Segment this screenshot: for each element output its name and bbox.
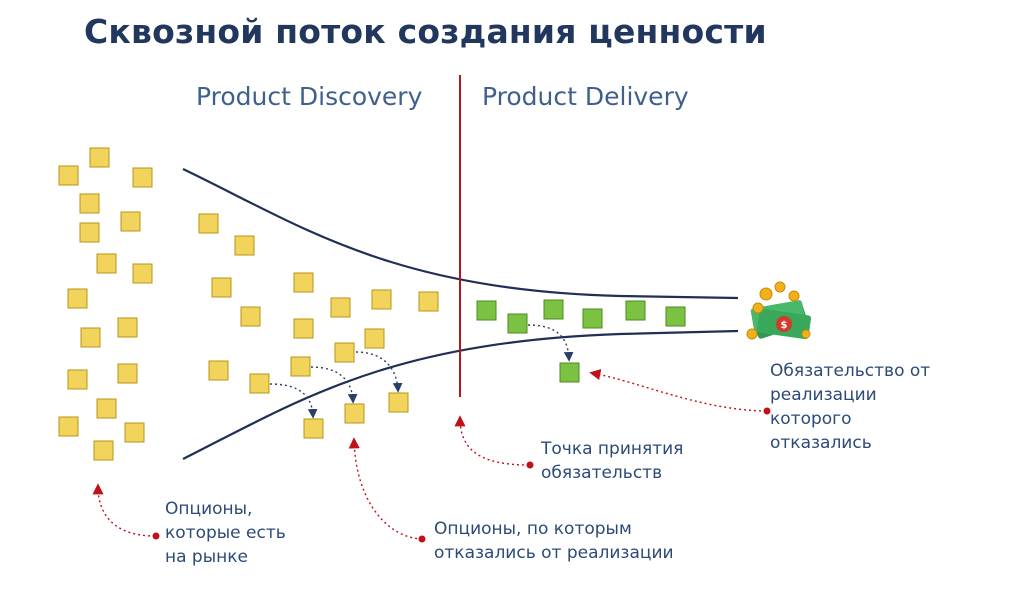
option-sticky (79, 222, 100, 243)
money-stack-icon: $ (746, 281, 812, 340)
option-sticky (93, 440, 114, 461)
callout-cancelled-dot (763, 407, 771, 415)
callout-rejected (348, 437, 423, 540)
committed-sticky (582, 308, 603, 329)
committed-sticky (543, 299, 564, 320)
option-sticky (96, 398, 117, 419)
callout-cancelled (589, 369, 767, 412)
label-line: Опционы, (165, 499, 253, 519)
label-line: на рынке (165, 547, 248, 567)
option-sticky (208, 360, 229, 381)
cancelled-commitment-sticky (559, 362, 580, 383)
option-sticky (240, 306, 261, 327)
label-line: Точка принятия (541, 439, 684, 459)
option-sticky (198, 213, 219, 234)
option-sticky (234, 235, 255, 256)
option-sticky (80, 327, 101, 348)
market-options-group (58, 147, 153, 461)
funnel-upper-line (182, 168, 739, 300)
option-sticky (364, 328, 385, 349)
rejected-option-sticky (303, 418, 324, 439)
callout-commitment (454, 415, 530, 466)
label-line: которые есть (165, 523, 286, 543)
rejected-option-sticky (388, 392, 409, 413)
committed-sticky (625, 300, 646, 321)
discovery-options-group (198, 213, 439, 439)
option-sticky (330, 297, 351, 318)
option-sticky (124, 422, 145, 443)
option-sticky (293, 318, 314, 339)
dropout-arrow (269, 383, 318, 419)
phase-label-delivery: Product Delivery (482, 82, 689, 111)
dropout-arrow (527, 324, 574, 362)
rejected-option-sticky (344, 403, 365, 424)
option-sticky (79, 193, 100, 214)
dropout-arrow (310, 366, 358, 404)
option-sticky (132, 263, 153, 284)
commitment-point-label: Точка принятия обязательств (541, 437, 683, 485)
label-line: Обязательство от (770, 361, 931, 381)
option-sticky (117, 317, 138, 338)
option-sticky (334, 342, 355, 363)
callout-commitment-dot (526, 461, 534, 469)
label-line: обязательств (541, 463, 663, 483)
label-line: Опционы, по которым (434, 519, 632, 539)
rejected-options-label: Опционы, по которым отказались от реализ… (434, 517, 674, 565)
option-sticky (371, 289, 392, 310)
phase-label-discovery: Product Discovery (196, 82, 423, 111)
callout-market (92, 483, 156, 537)
committed-sticky (476, 300, 497, 321)
committed-sticky (507, 313, 528, 334)
option-sticky (249, 373, 270, 394)
funnel-lower-line (182, 329, 739, 460)
callout-market-dot (152, 532, 160, 540)
option-sticky (418, 291, 439, 312)
option-sticky (290, 356, 311, 377)
option-sticky (67, 369, 88, 390)
option-sticky (117, 363, 138, 384)
option-sticky (211, 277, 232, 298)
cancelled-commitment-label: Обязательство от реализации которого отк… (770, 359, 930, 455)
option-sticky (293, 272, 314, 293)
svg-text:$: $ (781, 320, 788, 331)
label-line: которого (770, 409, 852, 429)
option-sticky (120, 211, 141, 232)
option-sticky (96, 253, 117, 274)
option-sticky (58, 416, 79, 437)
market-options-label: Опционы, которые есть на рынке (165, 497, 286, 569)
label-line: отказались (770, 433, 872, 453)
option-sticky (132, 167, 153, 188)
delivery-items-group (476, 299, 686, 383)
label-line: реализации (770, 385, 877, 405)
callout-rejected-dot (418, 535, 426, 543)
label-line: отказались от реализации (434, 543, 674, 563)
committed-sticky (665, 306, 686, 327)
option-sticky (67, 288, 88, 309)
option-sticky (89, 147, 110, 168)
page-title: Сквозной поток создания ценности (84, 12, 767, 51)
option-sticky (58, 165, 79, 186)
